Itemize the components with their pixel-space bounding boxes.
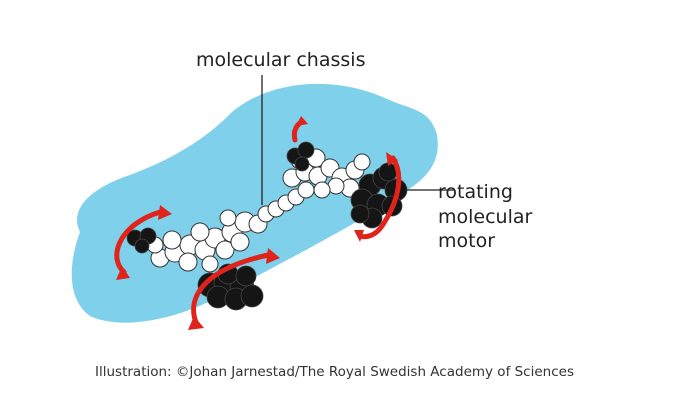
- wheel-rear-left: [197, 263, 264, 311]
- motor-label-line3: motor: [438, 230, 496, 253]
- chassis-label: molecular chassis: [196, 49, 366, 71]
- motor-label-line2: molecular: [438, 205, 533, 228]
- rotating-motor-atoms: [350, 162, 408, 229]
- motor-label: rotating molecular motor: [438, 180, 532, 254]
- image-caption: Illustration: ©Johan Jarnestad/The Royal…: [95, 364, 574, 380]
- wheel-top: [286, 141, 315, 172]
- chassis-atoms: [146, 148, 371, 273]
- motor-label-line1: rotating: [438, 181, 513, 203]
- wheel-front-left: [126, 227, 157, 254]
- arrow-heads: [116, 116, 398, 330]
